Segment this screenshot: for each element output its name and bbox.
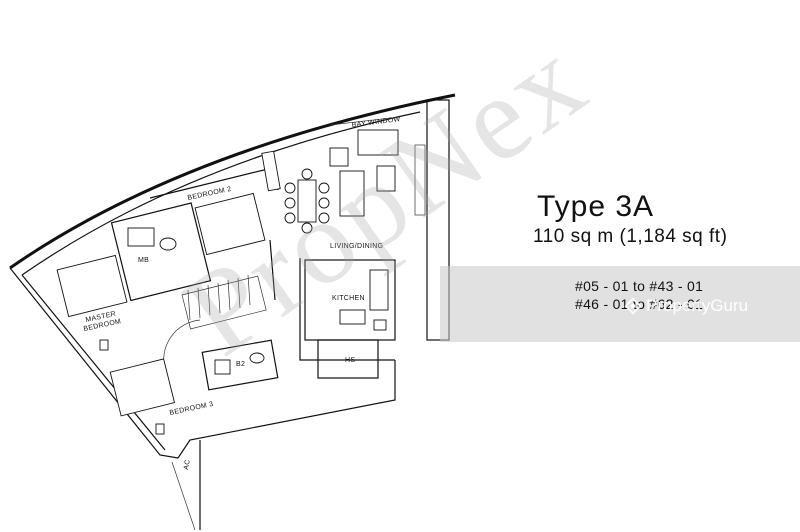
sofa [357, 129, 399, 156]
left-inner-wall [21, 274, 166, 451]
dining-chair [301, 168, 313, 180]
dining-chair [318, 212, 330, 224]
dining-chair [318, 182, 330, 194]
master-bath-room [110, 202, 212, 302]
dining-table [297, 179, 317, 223]
kitchen-wall [299, 258, 395, 361]
partition-wall [269, 239, 276, 301]
ac-ledge-line [171, 461, 196, 531]
label-bedroom3: BEDROOM 3 [169, 401, 214, 417]
inner-facade-wall [21, 111, 421, 276]
label-ac: AC [183, 459, 192, 470]
units-band [440, 266, 800, 342]
kitchen-counter [369, 269, 389, 311]
propertyguru-text: PropertyGuru [646, 296, 749, 315]
propertyguru-logo-icon [624, 297, 642, 315]
bed-bedroom2 [194, 192, 266, 256]
label-hs: HS [345, 357, 355, 364]
label-bedroom2: BEDROOM 2 [187, 186, 232, 202]
bed-bedroom3 [109, 358, 176, 417]
mb-toilet [159, 237, 177, 251]
mb-bathtub [127, 227, 155, 247]
right-column [426, 99, 450, 341]
left-outer-wall [9, 267, 179, 459]
outer-facade-wall [9, 93, 456, 270]
wardrobe-strip [181, 275, 267, 330]
coffee-table [339, 170, 365, 217]
label-mb: MB [138, 257, 149, 264]
bed-master [56, 254, 128, 318]
propertyguru-watermark: PropertyGuru [624, 296, 748, 316]
wardrobe-hatch [187, 274, 251, 321]
door-swing-arc [163, 319, 201, 371]
kitchen-sink [339, 309, 366, 325]
label-living-dining: LIVING/DINING [330, 243, 383, 250]
side-table [376, 165, 396, 192]
dining-chair [301, 222, 313, 234]
label-kitchen: KITCHEN [332, 295, 365, 302]
dining-chair [284, 212, 296, 224]
bay-window-line [329, 116, 401, 126]
hs-room [317, 339, 379, 379]
armchair [329, 147, 349, 167]
unit-type-area: 110 sq m (1,184 sq ft) [533, 226, 728, 247]
dining-chair [318, 197, 330, 209]
label-b2: B2 [236, 361, 245, 368]
unit-type-title: Type 3A [537, 190, 655, 223]
b2-toilet [249, 352, 265, 364]
right-window-frame [414, 144, 426, 216]
bedroom3-nightstand [155, 423, 165, 435]
dining-chair [284, 197, 296, 209]
b2-room [201, 339, 279, 391]
unit-range-1: #05 - 01 to #43 - 01 [575, 278, 704, 294]
lower-wall [177, 360, 396, 459]
dining-chair [284, 182, 296, 194]
wardrobe [261, 150, 281, 192]
b2-sink [214, 359, 231, 375]
kitchen-appliance [373, 319, 387, 331]
master-nightstand [99, 339, 109, 351]
